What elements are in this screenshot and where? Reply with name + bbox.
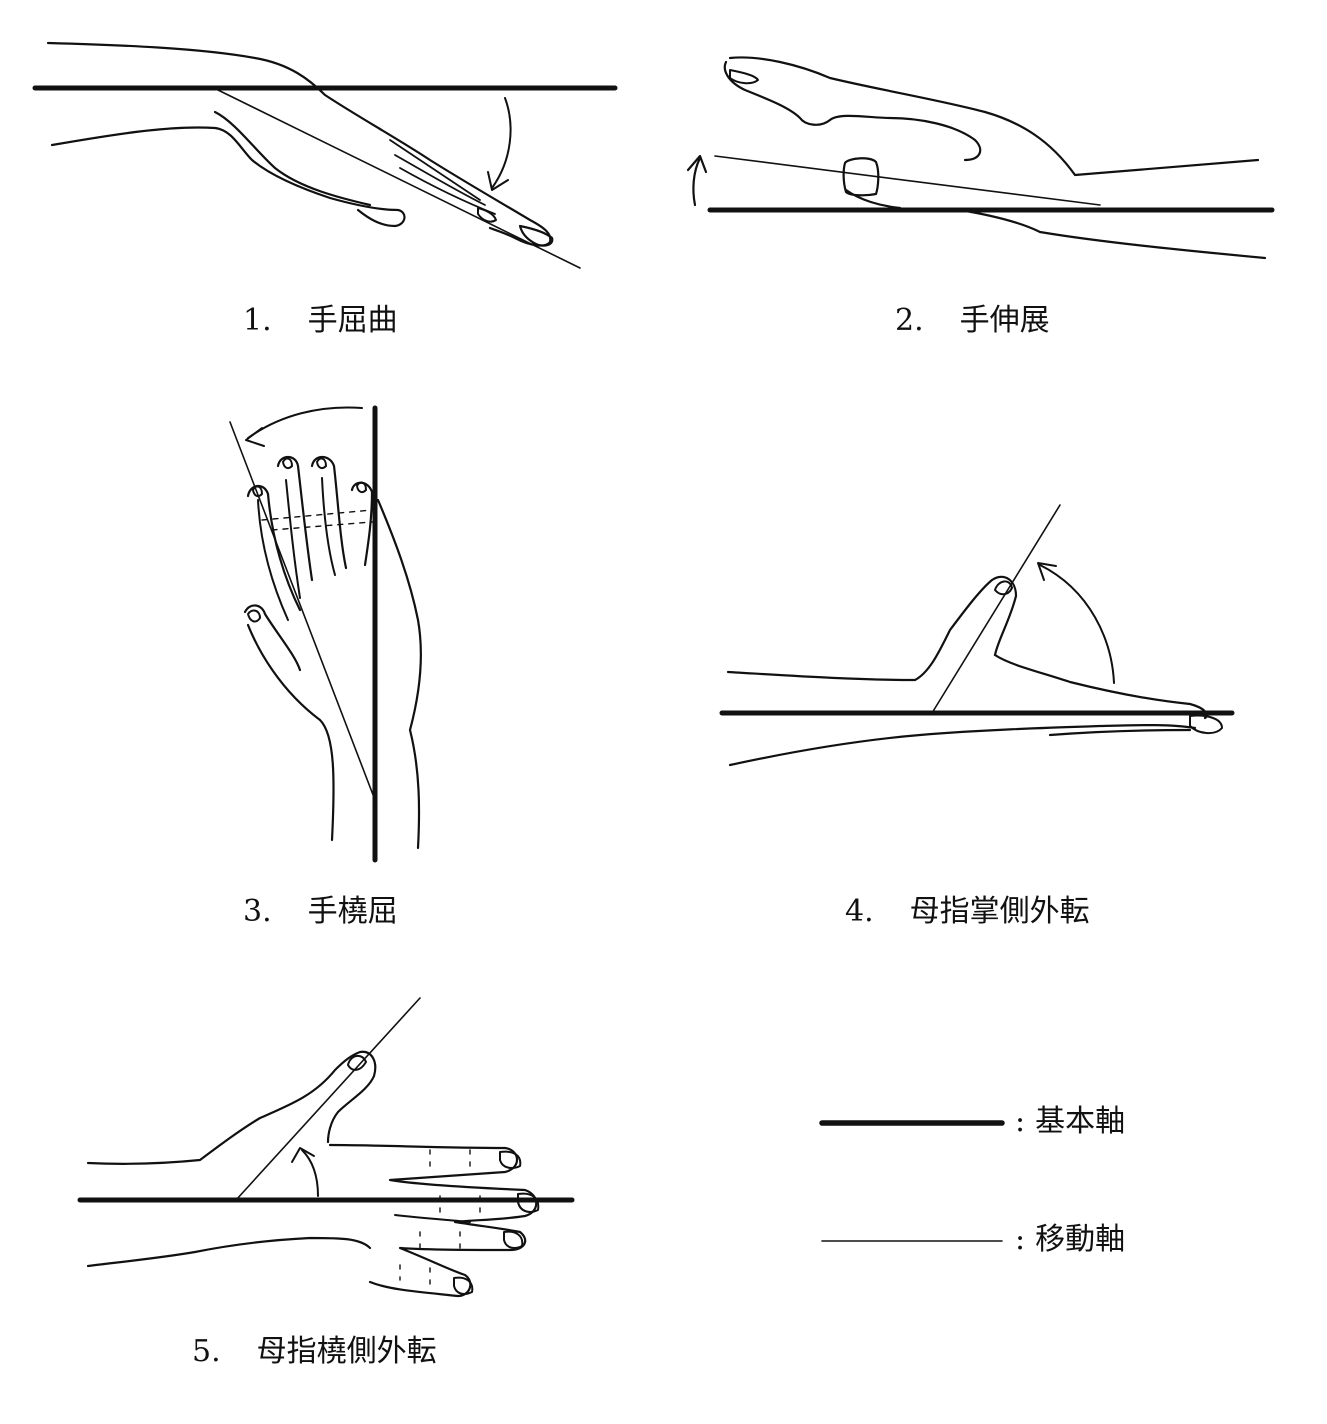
figure-4-thumb-nail [994, 580, 1013, 596]
figure-1-finger-lines [389, 139, 496, 215]
figure-2-arrow-head [686, 154, 708, 174]
figure-5-arrow-arc [301, 1149, 319, 1197]
legend-basic-axis-separator: : [1015, 1104, 1026, 1139]
legend-moving-axis-label: 移動軸 [1035, 1222, 1126, 1257]
figure-3-finger-inner [257, 477, 336, 621]
figure-3-hand-ulnar [376, 498, 422, 850]
caption-figure-3-number: 3. [243, 894, 272, 929]
figure-2-thumb [842, 157, 880, 197]
figure-2-finger-tip [723, 60, 982, 162]
caption-figure-4: 4. 母指掌側外転 [845, 897, 1090, 927]
figure-3-thumb [243, 604, 335, 842]
figure-1-fingertip-nail [518, 224, 554, 247]
figure-5-thumb-nail [347, 1054, 367, 1071]
figure-3-finger-middle [276, 455, 314, 582]
figure-3-arrow-arc [247, 406, 363, 439]
legend-basic-axis: : 基本軸 [1015, 1107, 1125, 1137]
legend-basic-axis-label: 基本軸 [1035, 1104, 1126, 1139]
figure-1-arrow-arc [491, 97, 512, 189]
caption-figure-4-label: 母指掌側外転 [909, 894, 1090, 929]
figure-3-moving-axis [229, 421, 376, 801]
caption-figure-5-label: 母指橈側外転 [256, 1334, 437, 1369]
figure-1-nail-2 [477, 207, 497, 223]
figure-2-moving-axis [714, 155, 1101, 206]
caption-figure-4-number: 4. [845, 894, 874, 929]
figure-3-finger-index [246, 484, 302, 612]
figure-4-thumb-palmar-abduction [719, 504, 1235, 767]
figure-4-forearm-lower [728, 724, 1197, 767]
legend-moving-axis: : 移動軸 [1015, 1225, 1125, 1255]
figure-2-wrist-extension [686, 56, 1275, 260]
figure-4-arrow-arc [1039, 564, 1115, 684]
legend-moving-axis-separator: : [1015, 1222, 1026, 1257]
figure-5-arrow-head [291, 1147, 315, 1163]
figure-1-wrist-flexion [32, 41, 618, 269]
figure-2-hand-top [728, 56, 1260, 177]
figure-1-hand-dorsum [213, 110, 372, 207]
figure-3-thumb-nail [247, 609, 261, 623]
caption-figure-2-label: 手伸展 [959, 303, 1050, 338]
figure-4-forearm-upper [726, 575, 1018, 682]
figure-3-arrow-head [245, 427, 265, 447]
figure-4-arrow-head [1037, 562, 1057, 581]
caption-figure-3: 3. 手橈屈 [243, 897, 398, 927]
figure-3-knuckle-dashes [261, 509, 373, 531]
figure-4-moving-axis [931, 504, 1061, 714]
figure-5-forearm-lower [86, 1236, 372, 1268]
figure-5-forearm-upper [86, 1050, 377, 1165]
figure-1-arrow-head [487, 171, 509, 191]
caption-figure-1-label: 手屈曲 [307, 303, 398, 338]
figure-3-nails [252, 457, 367, 498]
caption-figure-5: 5. 母指橈側外転 [192, 1337, 437, 1367]
caption-figure-2: 2. 手伸展 [895, 306, 1050, 336]
figure-5-palm-line [394, 1214, 471, 1223]
figure-3-radial-deviation [229, 405, 422, 863]
figure-3-finger-little [350, 481, 374, 567]
figure-3-finger-ring [310, 455, 348, 570]
caption-figure-2-number: 2. [895, 303, 924, 338]
caption-figure-1: 1. 手屈曲 [243, 306, 398, 336]
caption-figure-1-number: 1. [243, 303, 272, 338]
figure-4-palm [993, 653, 1208, 720]
figure-2-nail [729, 69, 759, 85]
figure-1-forearm [46, 41, 552, 247]
figure-4-finger-nail [1189, 714, 1223, 734]
figure-5-thumb-radial-abduction [77, 997, 575, 1298]
caption-figure-3-label: 手橈屈 [307, 894, 398, 929]
figure-1-forearm-lower [50, 126, 406, 228]
caption-figure-5-number: 5. [192, 1334, 221, 1369]
figure-5-moving-axis [235, 997, 421, 1201]
figure-2-palm-lower [844, 188, 1267, 260]
figure-2-arrow-arc [692, 156, 702, 207]
figure-1-moving-axis [217, 89, 581, 269]
figure-5-nails [453, 1150, 540, 1295]
